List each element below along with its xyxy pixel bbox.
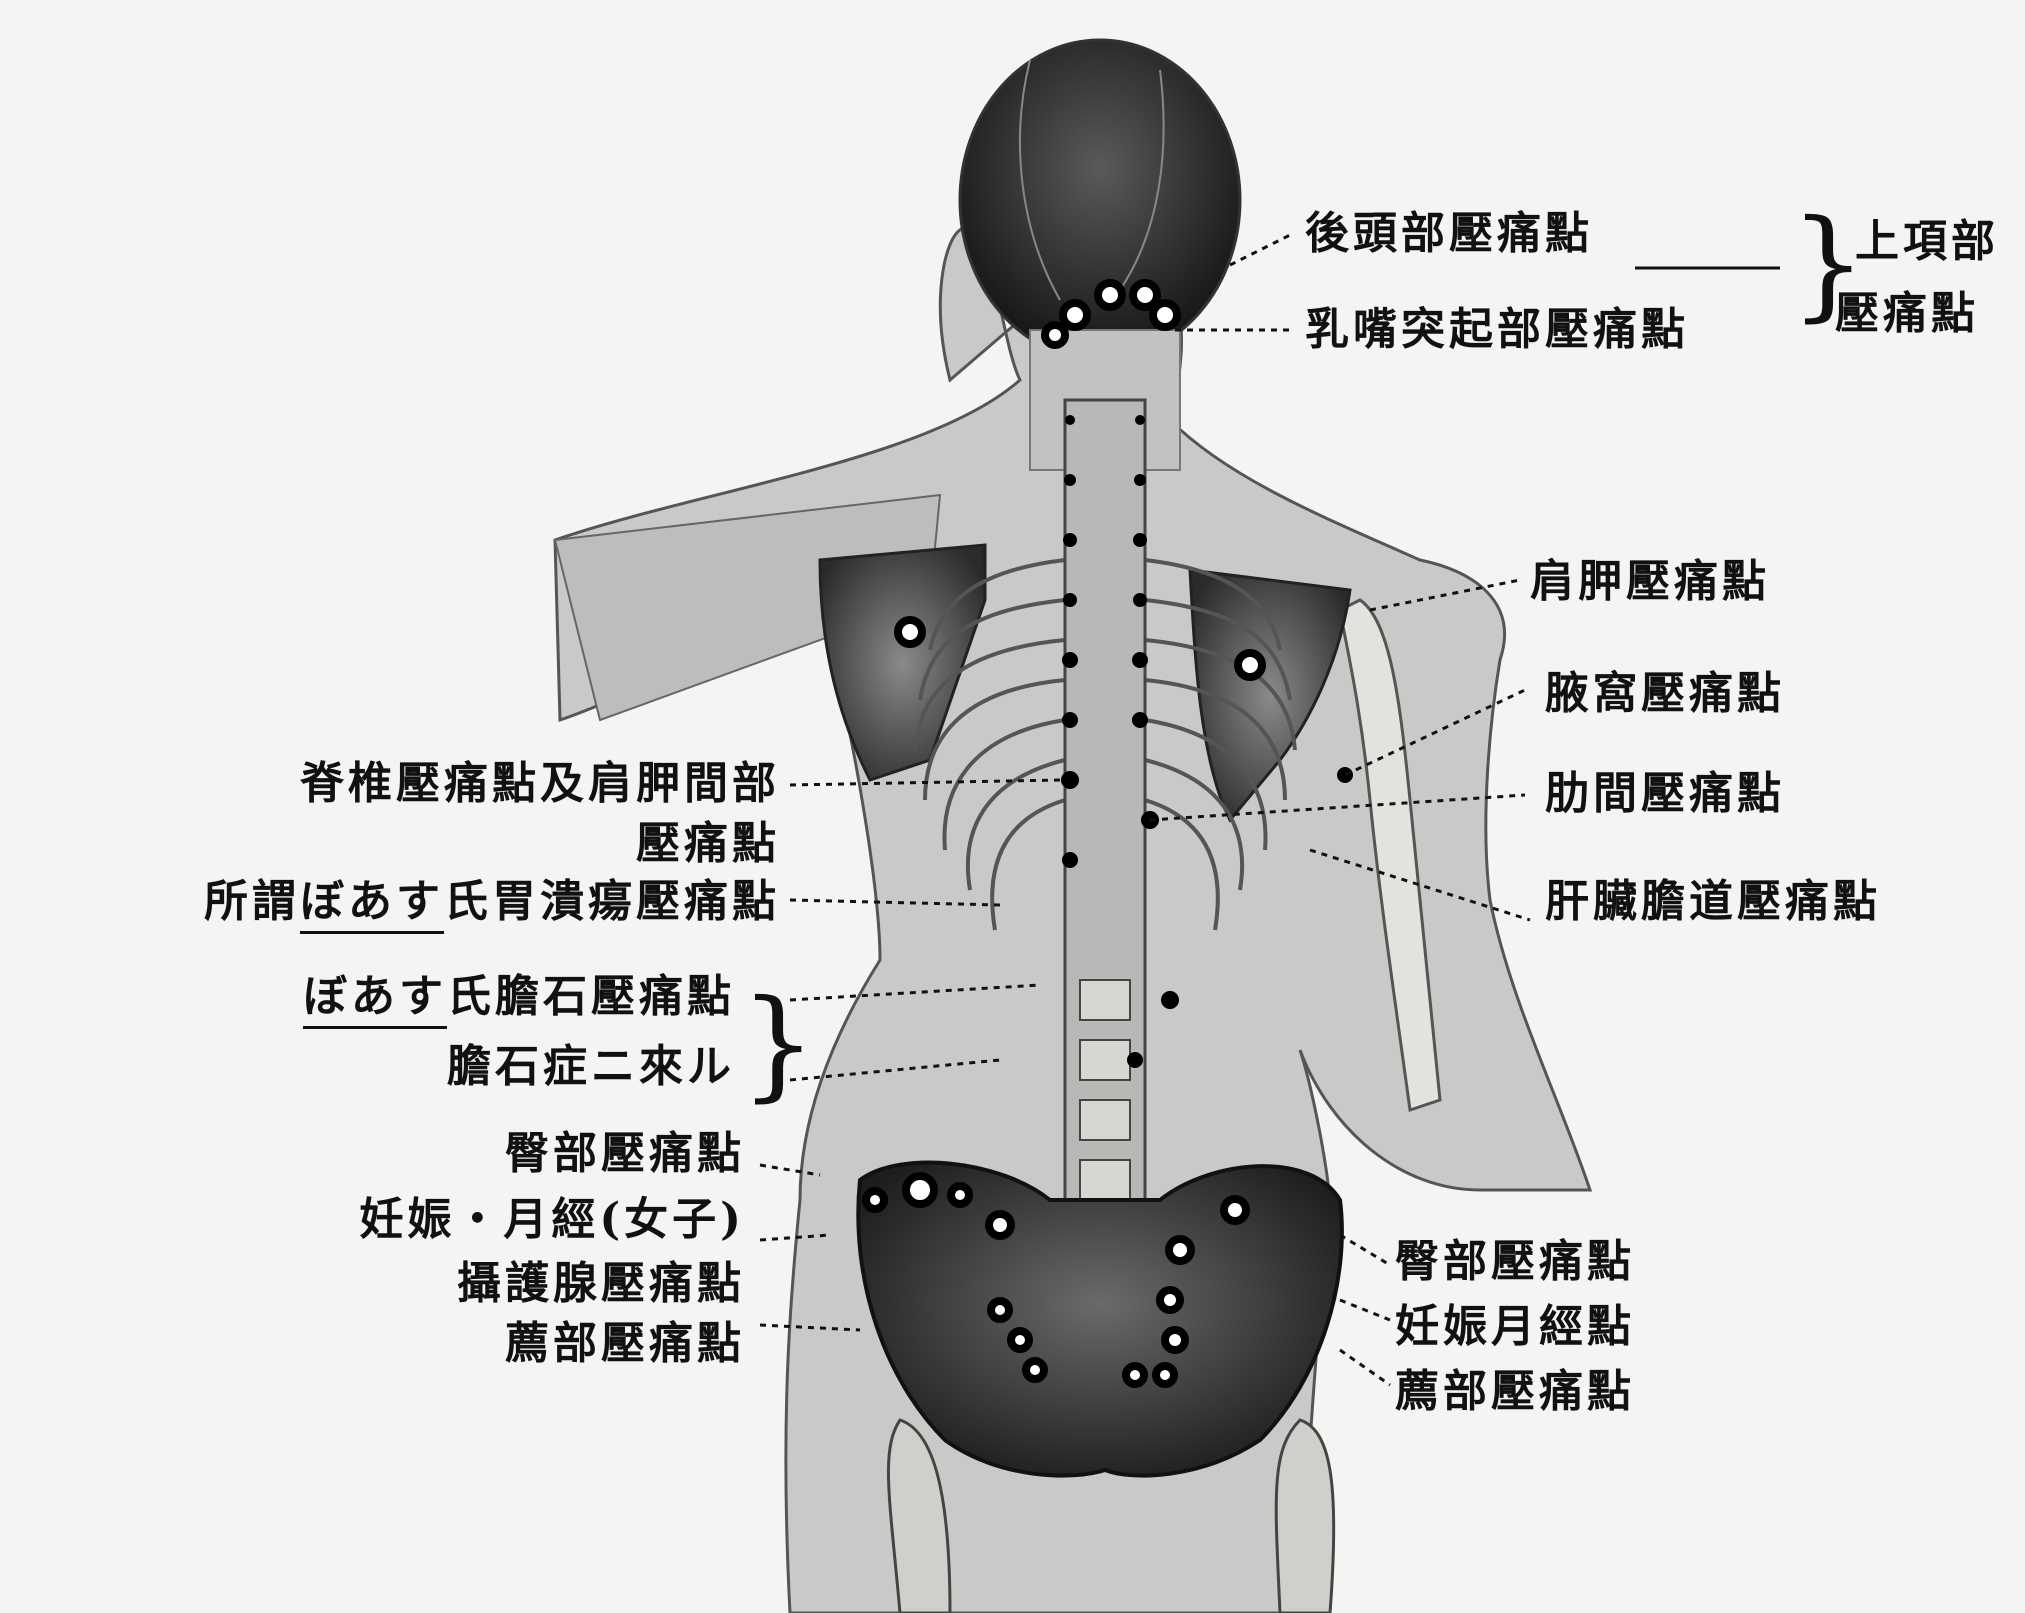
brace-gallstone: } bbox=[740, 985, 816, 1105]
label-mastoid: 乳嘴突起部壓痛點 bbox=[1305, 308, 1689, 352]
label-pregnancy-left: 妊娠・月經(女子) bbox=[359, 1198, 745, 1242]
label-prostate: 攝護腺壓痛點 bbox=[457, 1262, 745, 1306]
label-upper-nuchal-2: 壓痛點 bbox=[1835, 292, 1979, 336]
label-sacral-right: 薦部壓痛點 bbox=[1395, 1370, 1635, 1414]
label-boas-gall-name: ぼあす bbox=[303, 971, 447, 1029]
label-boas-ulcer-name: ぼあす bbox=[300, 876, 444, 934]
label-spinal-1: 脊椎壓痛點及肩胛間部 bbox=[300, 762, 780, 806]
label-scapular: 肩胛壓痛點 bbox=[1530, 560, 1770, 604]
label-axillary: 腋窩壓痛點 bbox=[1545, 672, 1785, 716]
label-pregnancy-right: 妊娠月經點 bbox=[1395, 1305, 1635, 1349]
label-boas-gall-suffix: 氏膽石壓痛點 bbox=[447, 971, 735, 1022]
label-boas-ulcer: 所謂ぼあす氏胃潰瘍壓痛點 bbox=[204, 880, 780, 924]
right-femur bbox=[1276, 1420, 1334, 1613]
label-gluteal-left: 臀部壓痛點 bbox=[505, 1132, 745, 1176]
label-intercostal: 肋間壓痛點 bbox=[1545, 772, 1785, 816]
label-sacral-left: 薦部壓痛點 bbox=[505, 1322, 745, 1366]
label-boas-ulcer-prefix: 所謂 bbox=[204, 876, 300, 927]
label-boas-gall: ぼあす氏膽石壓痛點 bbox=[303, 975, 735, 1019]
head bbox=[960, 40, 1240, 360]
label-liver-bile: 肝臟膽道壓痛點 bbox=[1545, 880, 1881, 924]
label-occipital: 後頭部壓痛點 bbox=[1305, 212, 1593, 256]
label-gluteal-right: 臀部壓痛點 bbox=[1395, 1240, 1635, 1284]
label-upper-nuchal-1: 上項部 bbox=[1855, 220, 1999, 264]
label-gallstone: 膽石症ニ來ル bbox=[447, 1045, 735, 1089]
label-spinal-2: 壓痛點 bbox=[636, 822, 780, 866]
label-boas-ulcer-suffix: 氏胃潰瘍壓痛點 bbox=[444, 876, 780, 927]
